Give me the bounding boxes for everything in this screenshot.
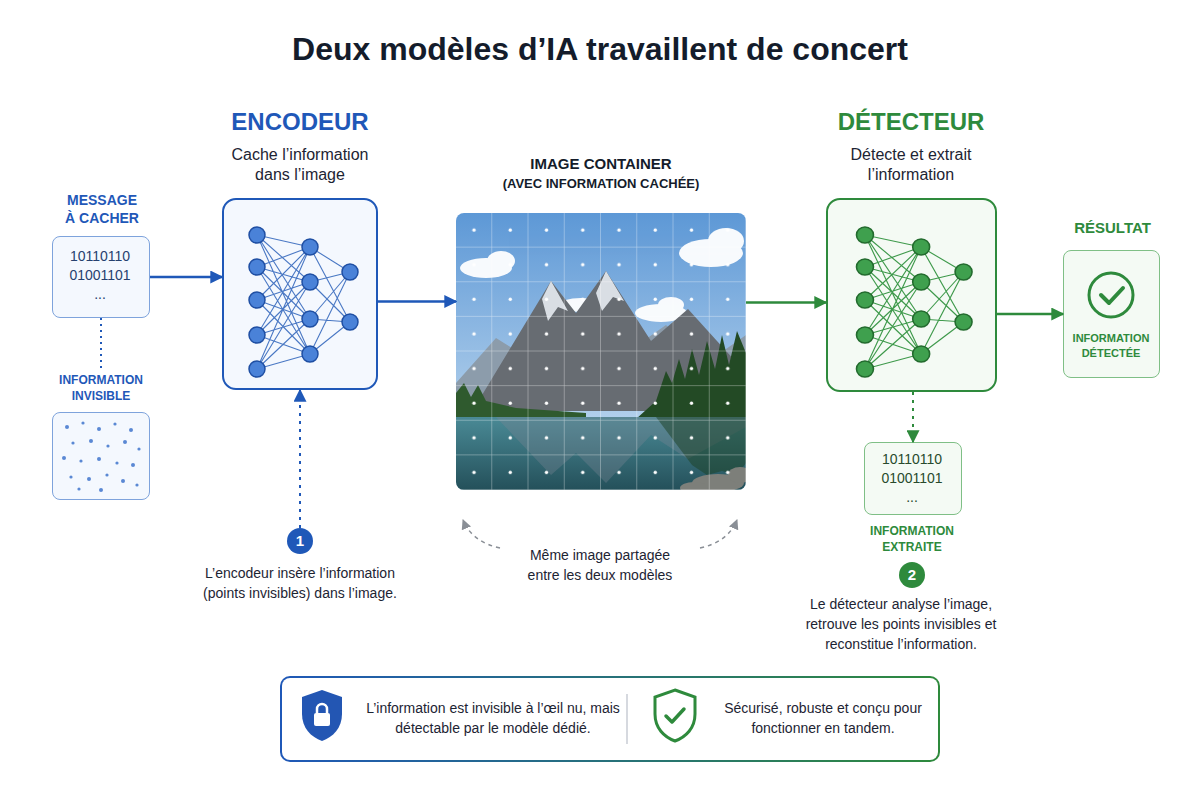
hidden-info-grid xyxy=(456,213,746,490)
message-box: MESSAGE À CACHER10110110 01001101 ... xyxy=(52,236,150,318)
binary-text: 10110110 01001101 ... xyxy=(876,450,948,507)
container-image: IMAGE CONTAINER(AVEC INFORMATION CACHÉE) xyxy=(456,213,746,490)
flow-arrow xyxy=(378,300,456,303)
detector-box: DÉTECTEURDétecte et extrait l’informatio… xyxy=(826,198,997,392)
result-text: INFORMATION DÉTECTÉE xyxy=(1066,331,1156,361)
model-subtitle: Cache l’information dans l’image xyxy=(220,145,380,185)
banner-icons xyxy=(282,678,938,760)
sky xyxy=(456,213,746,490)
curved-dashed-arrow xyxy=(700,520,737,548)
box-caption: INFORMATION EXTRAITE xyxy=(857,523,967,555)
flow-arrow xyxy=(997,313,1063,316)
photo-frame xyxy=(456,213,746,490)
callout-circle: 1 xyxy=(287,528,313,554)
model-heading: DÉTECTEUR xyxy=(791,108,1031,136)
callout-circle: 2 xyxy=(899,562,925,588)
flow-arrow xyxy=(746,301,826,304)
curved-dashed-arrow xyxy=(463,520,500,548)
network-neurons xyxy=(857,227,973,377)
flow-arrow xyxy=(100,318,102,370)
neural-network-icon xyxy=(828,200,995,390)
encoder-box: ENCODEURCache l’information dans l’image xyxy=(222,198,378,390)
divider xyxy=(626,694,628,744)
shared-image-note: Même image partagée entre les deux modèl… xyxy=(515,545,685,585)
callout-number: 2 xyxy=(899,566,925,584)
model-subtitle: Détecte et extrait l’information xyxy=(831,145,991,185)
callout-number: 1 xyxy=(287,532,313,550)
check-circle xyxy=(1089,273,1133,317)
image-heading: IMAGE CONTAINER xyxy=(426,155,776,173)
check-icon xyxy=(1064,251,1158,331)
diagram-title: Deux modèles d’IA travaillent de concert xyxy=(0,30,1200,68)
callout-text: L’encodeur insère l’information (points … xyxy=(195,563,405,603)
box-heading: INFORMATION INVISIBLE xyxy=(44,372,158,404)
callout-text: Le détecteur analyse l’image, retrouve l… xyxy=(784,594,1018,654)
shield-check xyxy=(666,709,684,722)
network-links xyxy=(865,235,964,369)
box-heading: MESSAGE À CACHER xyxy=(64,191,140,227)
result-box: RÉSULTATINFORMATION DÉTECTÉE xyxy=(1063,250,1160,378)
invisible-info-box: INFORMATION INVISIBLE xyxy=(52,370,150,500)
neural-network-icon xyxy=(224,200,376,388)
network-neurons xyxy=(249,227,358,377)
binary-text: 10110110 01001101 ... xyxy=(64,247,136,304)
lock-shield xyxy=(302,690,342,741)
flow-arrow xyxy=(150,276,222,279)
banner-note: L’information est invisible à l’œil nu, … xyxy=(362,698,624,738)
dots-card xyxy=(52,412,150,500)
network-links xyxy=(257,235,350,369)
flow-arrow xyxy=(912,392,914,442)
banner-note: Sécurisé, robuste et conçu pour fonction… xyxy=(714,698,932,738)
extracted-box: 10110110 01001101 ...INFORMATION EXTRAIT… xyxy=(864,442,962,515)
check-mark xyxy=(1101,288,1123,303)
dot-group xyxy=(62,421,141,492)
model-heading: ENCODEUR xyxy=(180,108,420,136)
invisible-dots xyxy=(53,413,148,498)
mountain-lake-photo xyxy=(456,213,746,490)
box-heading: RÉSULTAT xyxy=(1052,219,1173,237)
summary-banner: L’information est invisible à l’œil nu, … xyxy=(280,676,940,762)
lock-shackle xyxy=(317,704,327,713)
flow-arrow xyxy=(299,390,301,528)
check-shield xyxy=(655,690,695,741)
lock-body xyxy=(314,713,330,726)
image-subheading: (AVEC INFORMATION CACHÉE) xyxy=(426,175,776,193)
